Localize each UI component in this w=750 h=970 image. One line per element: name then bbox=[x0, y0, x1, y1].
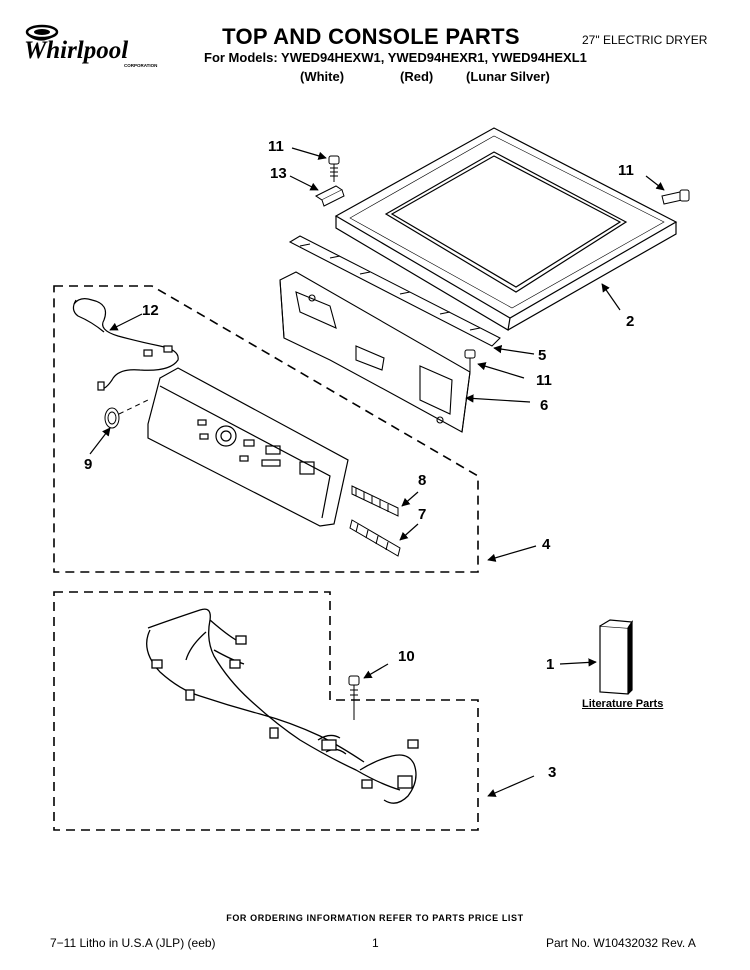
clip bbox=[315, 185, 345, 207]
color-white: (White) bbox=[300, 69, 345, 84]
page-title: TOP AND CONSOLE PARTS bbox=[222, 24, 520, 49]
callout-2: 2 bbox=[626, 313, 635, 330]
brand-name: Whirlpool bbox=[24, 37, 128, 64]
page-number: 1 bbox=[372, 936, 379, 950]
main-wire-harness bbox=[146, 608, 419, 804]
knob bbox=[104, 399, 149, 429]
doc-type: 27" ELECTRIC DRYER bbox=[582, 33, 708, 47]
callout-11-top-left: 11 bbox=[268, 138, 284, 155]
screw-console bbox=[464, 349, 476, 372]
brand-logo: Whirlpool CORPORATION bbox=[22, 18, 170, 70]
models-line: For Models: YWED94HEXW1, YWED94HEXR1, YW… bbox=[204, 50, 587, 65]
callout-9: 9 bbox=[84, 456, 93, 473]
callout-11-top-right: 11 bbox=[618, 162, 634, 179]
part-number: Part No. W10432032 Rev. A bbox=[546, 936, 696, 950]
screw-top-right bbox=[661, 189, 690, 205]
top-panel bbox=[334, 127, 678, 331]
callout-4: 4 bbox=[542, 536, 551, 553]
callout-13: 13 bbox=[270, 165, 287, 182]
harness-group-box bbox=[53, 591, 479, 831]
callout-3: 3 bbox=[548, 764, 557, 781]
callout-11-console: 11 bbox=[536, 372, 552, 389]
ordering-note: FOR ORDERING INFORMATION REFER TO PARTS … bbox=[226, 913, 524, 923]
literature-parts-label: Literature Parts bbox=[582, 698, 664, 710]
color-lunar-silver: (Lunar Silver) bbox=[466, 69, 550, 84]
leader-lines bbox=[89, 147, 665, 797]
console-panel bbox=[147, 367, 349, 527]
callout-6: 6 bbox=[540, 397, 549, 414]
callout-1: 1 bbox=[546, 656, 555, 673]
callout-5: 5 bbox=[538, 347, 547, 364]
console-group-box bbox=[53, 285, 479, 573]
brand-sub: CORPORATION bbox=[124, 63, 157, 68]
literature-pack bbox=[599, 619, 634, 695]
color-red: (Red) bbox=[400, 69, 434, 84]
console-bracket bbox=[288, 235, 501, 347]
screw-harness bbox=[348, 675, 360, 720]
ribbon-cable-long bbox=[349, 519, 401, 557]
screw-top-left bbox=[328, 155, 340, 182]
litho-info: 7−11 Litho in U.S.A (JLP) (eeb) bbox=[50, 936, 216, 950]
callout-10: 10 bbox=[398, 648, 415, 665]
ribbon-cable-short bbox=[351, 485, 399, 517]
console-wire-harness bbox=[72, 298, 179, 391]
whirlpool-swirl-logo: Whirlpool CORPORATION bbox=[24, 24, 157, 68]
console-back bbox=[279, 271, 471, 433]
callout-7: 7 bbox=[418, 506, 427, 523]
callout-12: 12 bbox=[142, 302, 159, 319]
callout-8: 8 bbox=[418, 472, 427, 489]
